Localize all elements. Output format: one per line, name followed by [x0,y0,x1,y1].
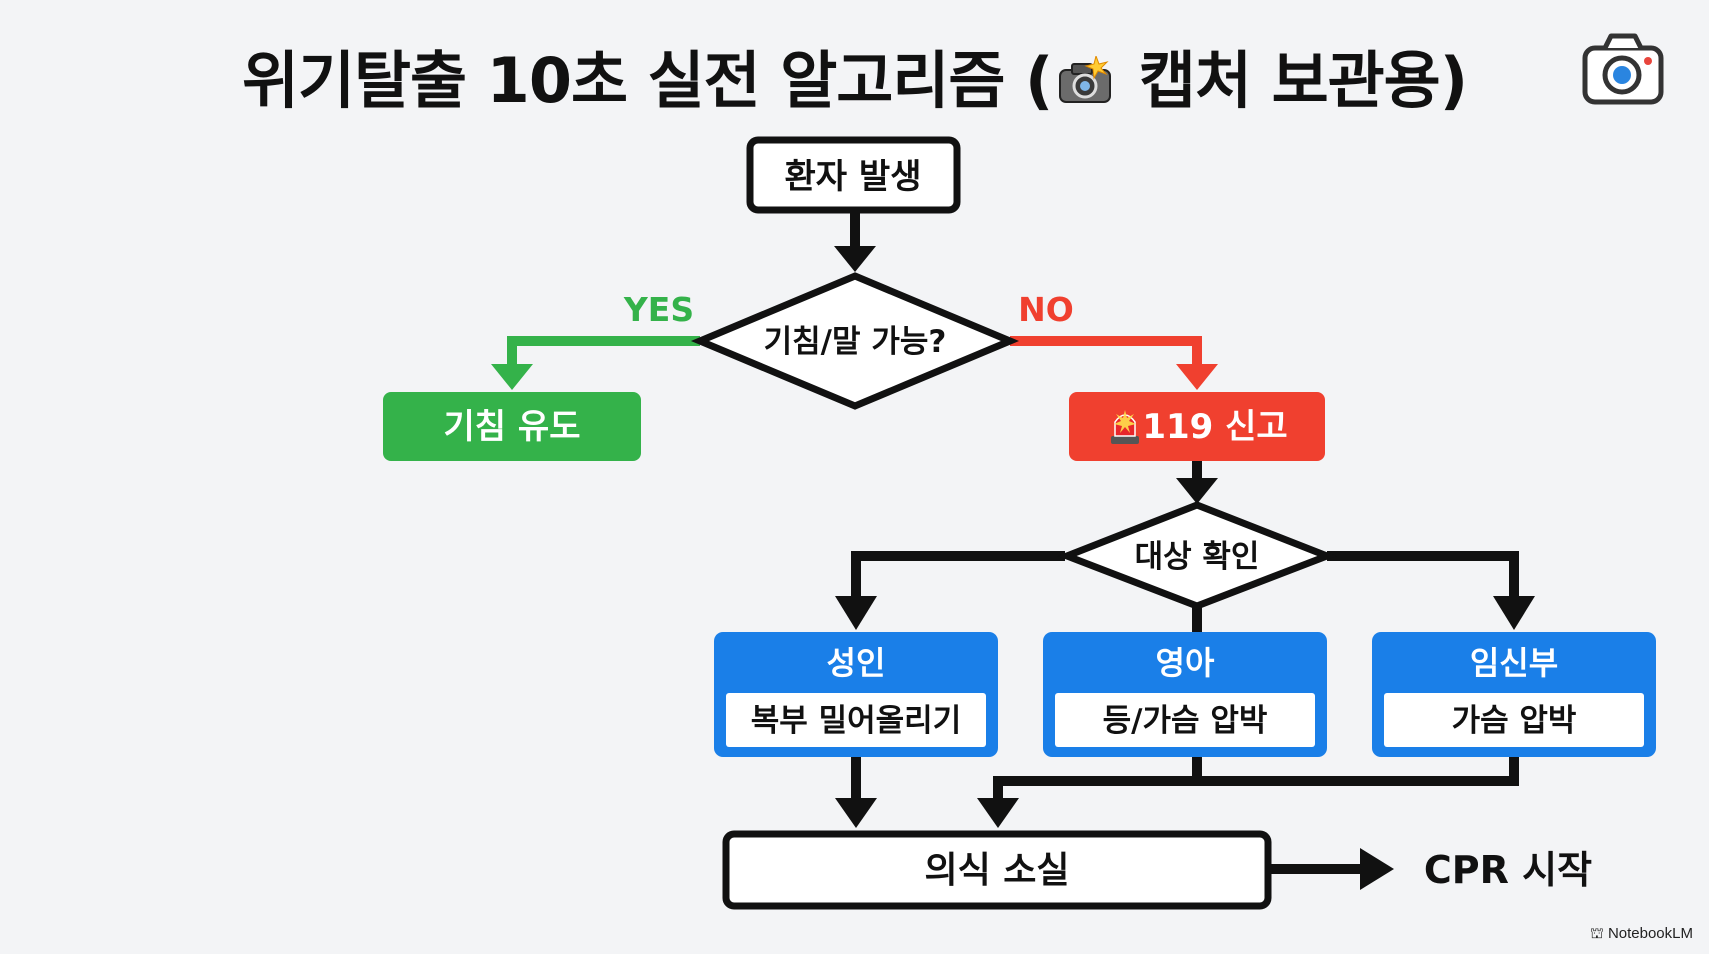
target-name: 영아 [1156,644,1215,682]
call-119-box [1069,392,1325,461]
connector-decision2-right [1327,551,1519,598]
induce-cough-box [383,392,641,461]
arrowhead-adult-down [835,798,877,828]
arrowhead-cpr [1360,848,1394,890]
notebooklm-watermark: ⛫ NotebookLM [1590,925,1693,944]
target-name: 성인 [827,644,886,682]
target-action: 복부 밀어올리기 [751,703,961,739]
target-card-infant: 영아 등/가슴 압박 [1043,632,1327,757]
connector-yes [507,336,700,366]
page-title: 위기탈출 10초 실전 알고리즘 ( 캡처 보관용) [0,30,1709,121]
start-label: 환자 발생 [785,157,922,197]
target-card-adult: 성인 복부 밀어올리기 [714,632,998,757]
arrowhead-pregnant [1493,596,1535,630]
title-text-before: 위기탈출 10초 실전 알고리즘 ( [241,44,1053,117]
arrowhead-yes [491,364,533,390]
unconscious-box [722,830,1272,910]
unconscious-label: 의식 소실 [924,850,1069,891]
start-cpr-label: CPR 시작 [1424,848,1592,892]
camera-icon[interactable] [1582,33,1664,105]
no-label: NO [1018,290,1074,329]
arrowhead-call [1176,478,1218,504]
title-text-after: 캡처 보관용) [1118,44,1468,117]
decision-target [1057,501,1337,610]
start-box [746,136,961,214]
connector-decision2-left [851,551,1065,598]
connector-merge [1192,756,1519,786]
decision-target-label: 대상 확인 [1135,539,1260,575]
siren-icon [1111,410,1139,444]
arrowhead-merge-down [977,798,1019,828]
connector-merge-down [993,776,1197,800]
target-action: 가슴 압박 [1452,703,1577,739]
camera-flash-icon [1056,48,1114,121]
target-action: 등/가슴 압박 [1103,703,1268,739]
arrowhead-no [1176,364,1218,390]
arrowhead-adult [835,596,877,630]
decision-cough-speak [690,272,1020,410]
call-119-label: 119 신고 [1142,407,1287,447]
watermark-text: NotebookLM [1607,925,1693,942]
decision-cough-speak-label: 기침/말 가능? [764,324,947,360]
notebooklm-icon: ⛫ [1589,925,1604,942]
yes-label: YES [623,290,694,329]
target-card-pregnant: 임신부 가슴 압박 [1372,632,1656,757]
connector-no [1010,336,1202,366]
target-name: 임신부 [1470,644,1558,682]
arrowhead-start [834,246,876,272]
induce-cough-label: 기침 유도 [444,407,581,447]
